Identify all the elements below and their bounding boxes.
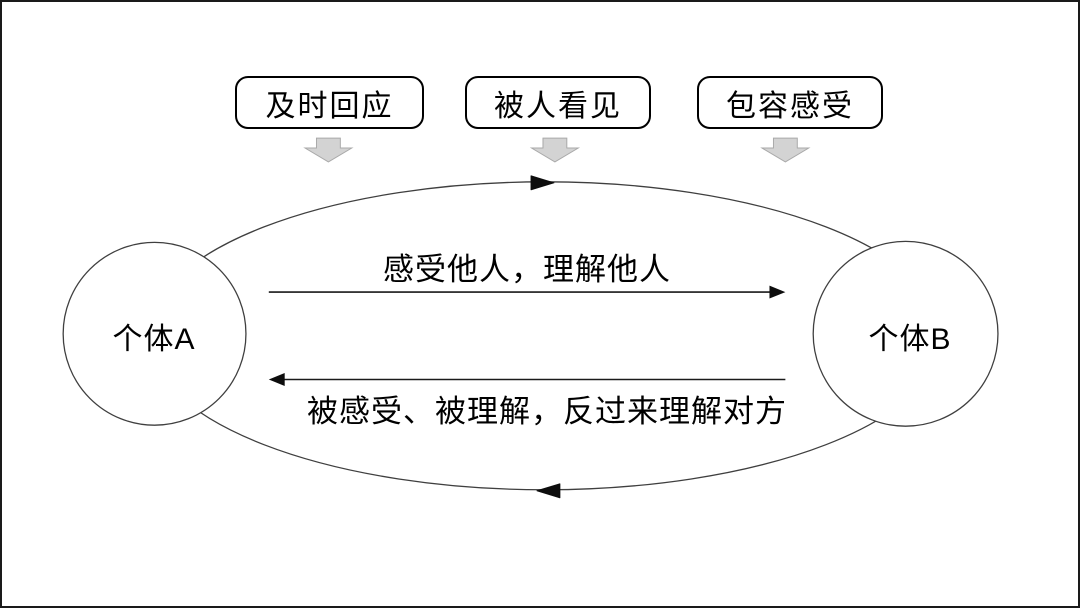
top-box-label: 及时回应 [265, 89, 394, 123]
backward-flow-text: 被感受、被理解，反过来理解对方 [307, 393, 787, 429]
block-down-arrows [303, 137, 811, 163]
top-box-being-seen: 被人看见 [465, 76, 651, 129]
cycle-top-arrowhead-icon [530, 175, 555, 191]
top-box-label: 被人看见 [494, 89, 622, 123]
node-a-text: 个体A [112, 323, 196, 356]
down-arrow-icon [760, 137, 811, 163]
down-arrow-icon [529, 137, 581, 163]
node-b-circle [812, 240, 999, 427]
node-a-label: 个体A [61, 316, 247, 356]
backward-arrowhead-icon [268, 373, 285, 386]
cycle-bottom-arrowhead-icon [536, 483, 561, 499]
node-b-label: 个体B [817, 316, 1003, 356]
top-box-accept-feelings: 包容感受 [697, 76, 883, 129]
forward-arrowhead-icon [769, 285, 786, 299]
node-b-text: 个体B [868, 323, 952, 356]
node-a-circle [62, 241, 247, 426]
backward-flow-caption: 被感受、被理解，反过来理解对方 [267, 390, 827, 429]
forward-flow-text: 感受他人，理解他人 [383, 251, 671, 287]
top-box-timely-response: 及时回应 [235, 76, 424, 129]
down-arrow-icon [303, 137, 354, 163]
forward-flow-caption: 感受他人，理解他人 [267, 248, 787, 287]
top-box-label: 包容感受 [726, 89, 854, 123]
